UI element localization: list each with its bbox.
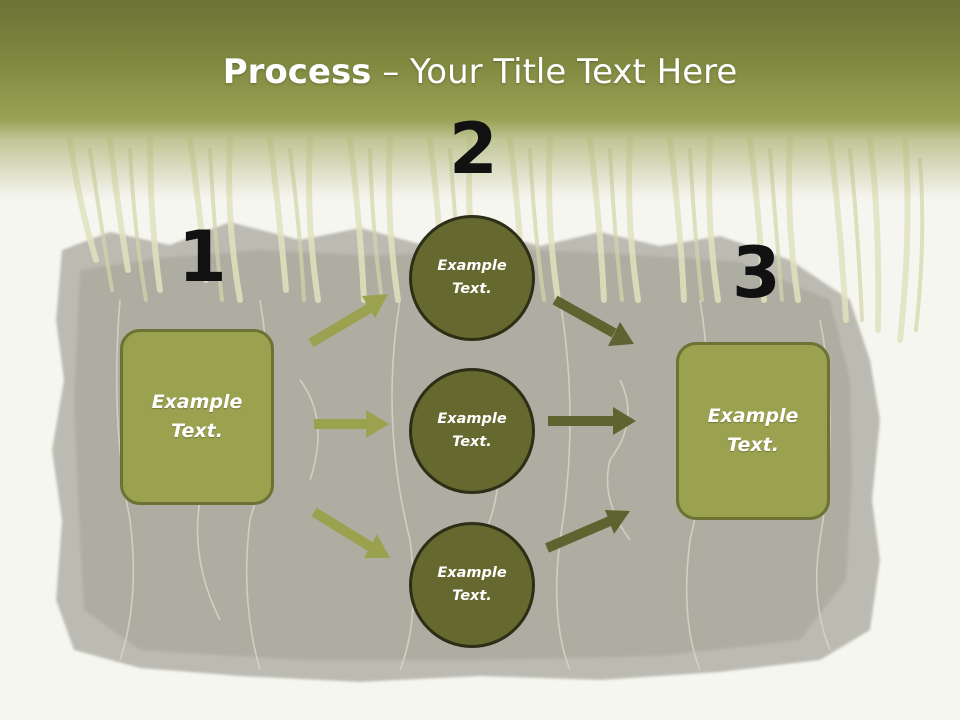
header-band	[0, 0, 960, 200]
step-2-circle-top[interactable]: Example Text.	[409, 215, 535, 341]
step-number-2: 2	[449, 108, 498, 190]
step-1-text: Example Text.	[151, 391, 243, 442]
step-3-box[interactable]: Example Text.	[676, 342, 830, 520]
title-rest: – Your Title Text Here	[371, 52, 738, 92]
arrow-1-to-2-bottom	[311, 507, 390, 558]
arrow-2-to-3-middle	[548, 407, 636, 435]
step-2-circle-bottom[interactable]: Example Text.	[409, 522, 535, 648]
step-1-box[interactable]: Example Text.	[120, 329, 274, 505]
slide-title: Process – Your Title Text Here	[0, 52, 960, 92]
arrow-1-to-2-top	[308, 294, 388, 348]
step-3-text: Example Text.	[707, 405, 799, 456]
step-2-circle-middle[interactable]: Example Text.	[409, 368, 535, 494]
step-number-1: 1	[178, 216, 227, 298]
step-2-circle-top-text: Example Text.	[437, 258, 507, 297]
title-bold: Process	[222, 52, 372, 92]
arrow-2-to-3-bottom	[545, 510, 630, 553]
step-2-circle-middle-text: Example Text.	[437, 411, 507, 450]
arrow-1-to-2-middle	[314, 410, 389, 438]
step-2-circle-bottom-text: Example Text.	[437, 565, 507, 604]
arrow-2-to-3-top	[552, 295, 634, 346]
step-number-3: 3	[732, 232, 781, 314]
